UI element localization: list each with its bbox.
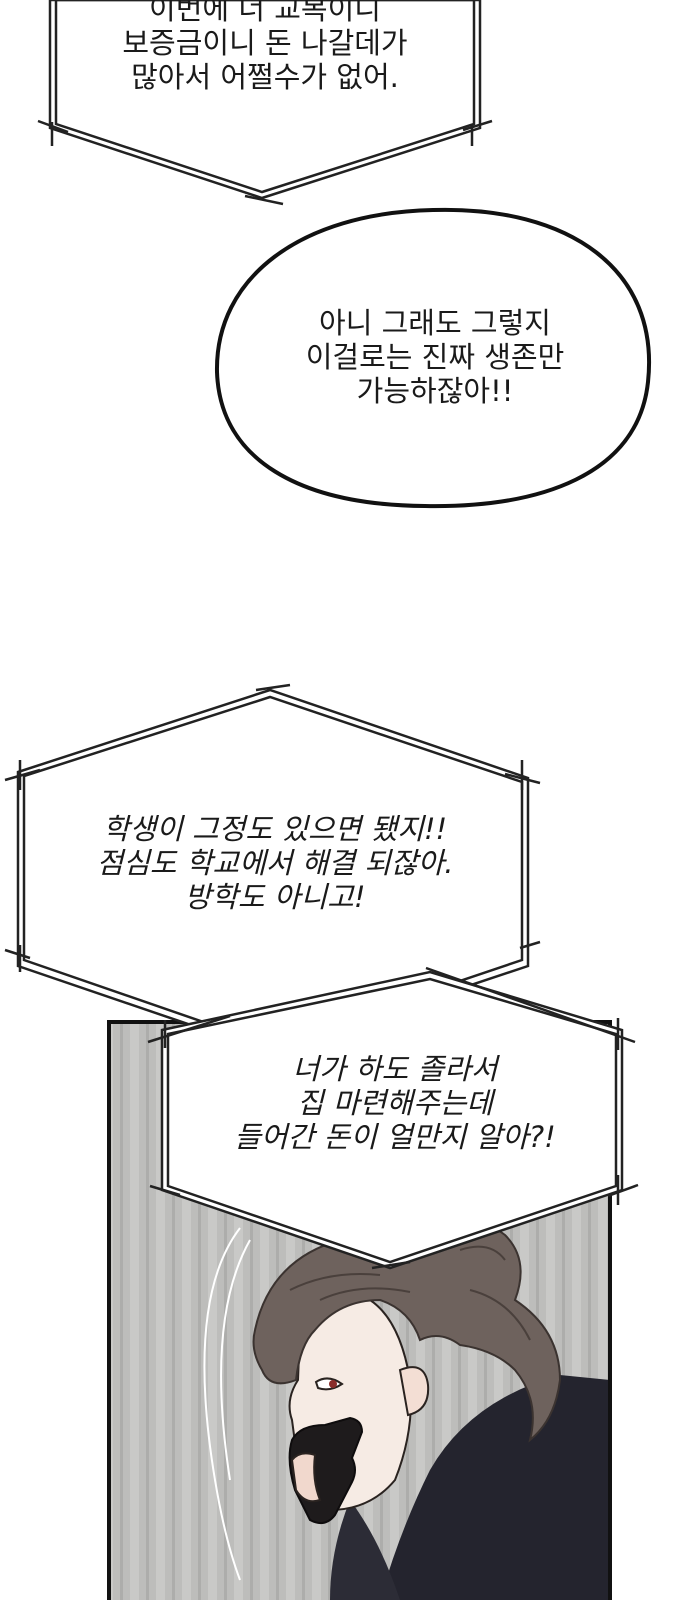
motion-lines [203,1227,251,1581]
mid-narration-box [4,683,541,1054]
narration-line: 보증금이니 돈 나갈데가 [122,26,408,60]
panel-narration-text: 너가 하도 졸라서 집 마련해주는데 들어간 돈이 얼만지 알아?! [165,1052,625,1154]
top-narration-text: 이번에 너 교복이니 보증금이니 돈 나갈데가 많아서 어쩔수가 없어. [40,0,490,94]
narration-line: 집 마련해주는데 [297,1086,493,1120]
woman-illustration [252,1225,610,1600]
speech-line: 아니 그래도 그렇지 [319,306,551,340]
narration-line: 점심도 학교에서 해결 되잖아. [96,846,454,880]
narration-line: 많아서 어쩔수가 없어. [131,60,399,94]
narration-line: 너가 하도 졸라서 [292,1052,498,1086]
narration-line: 이번에 너 교복이니 [149,0,381,26]
narration-line: 방학도 아니고! [184,880,366,914]
speech-bubble [214,207,652,509]
narration-line: 들어간 돈이 얼만지 알아?! [234,1120,556,1154]
mid-narration-text: 학생이 그정도 있으면 됐지!! 점심도 학교에서 해결 되잖아. 방학도 아니… [20,812,530,914]
speech-bubble-text: 아니 그래도 그렇지 이걸로는 진짜 생존만 가능하잖아!! [230,306,640,408]
speech-line: 가능하잖아!! [356,374,514,408]
panel-narration-box [147,966,639,1270]
speech-line: 이걸로는 진짜 생존만 [305,340,565,374]
narration-line: 학생이 그정도 있으면 됐지!! [102,812,448,846]
top-narration-box [37,0,493,206]
